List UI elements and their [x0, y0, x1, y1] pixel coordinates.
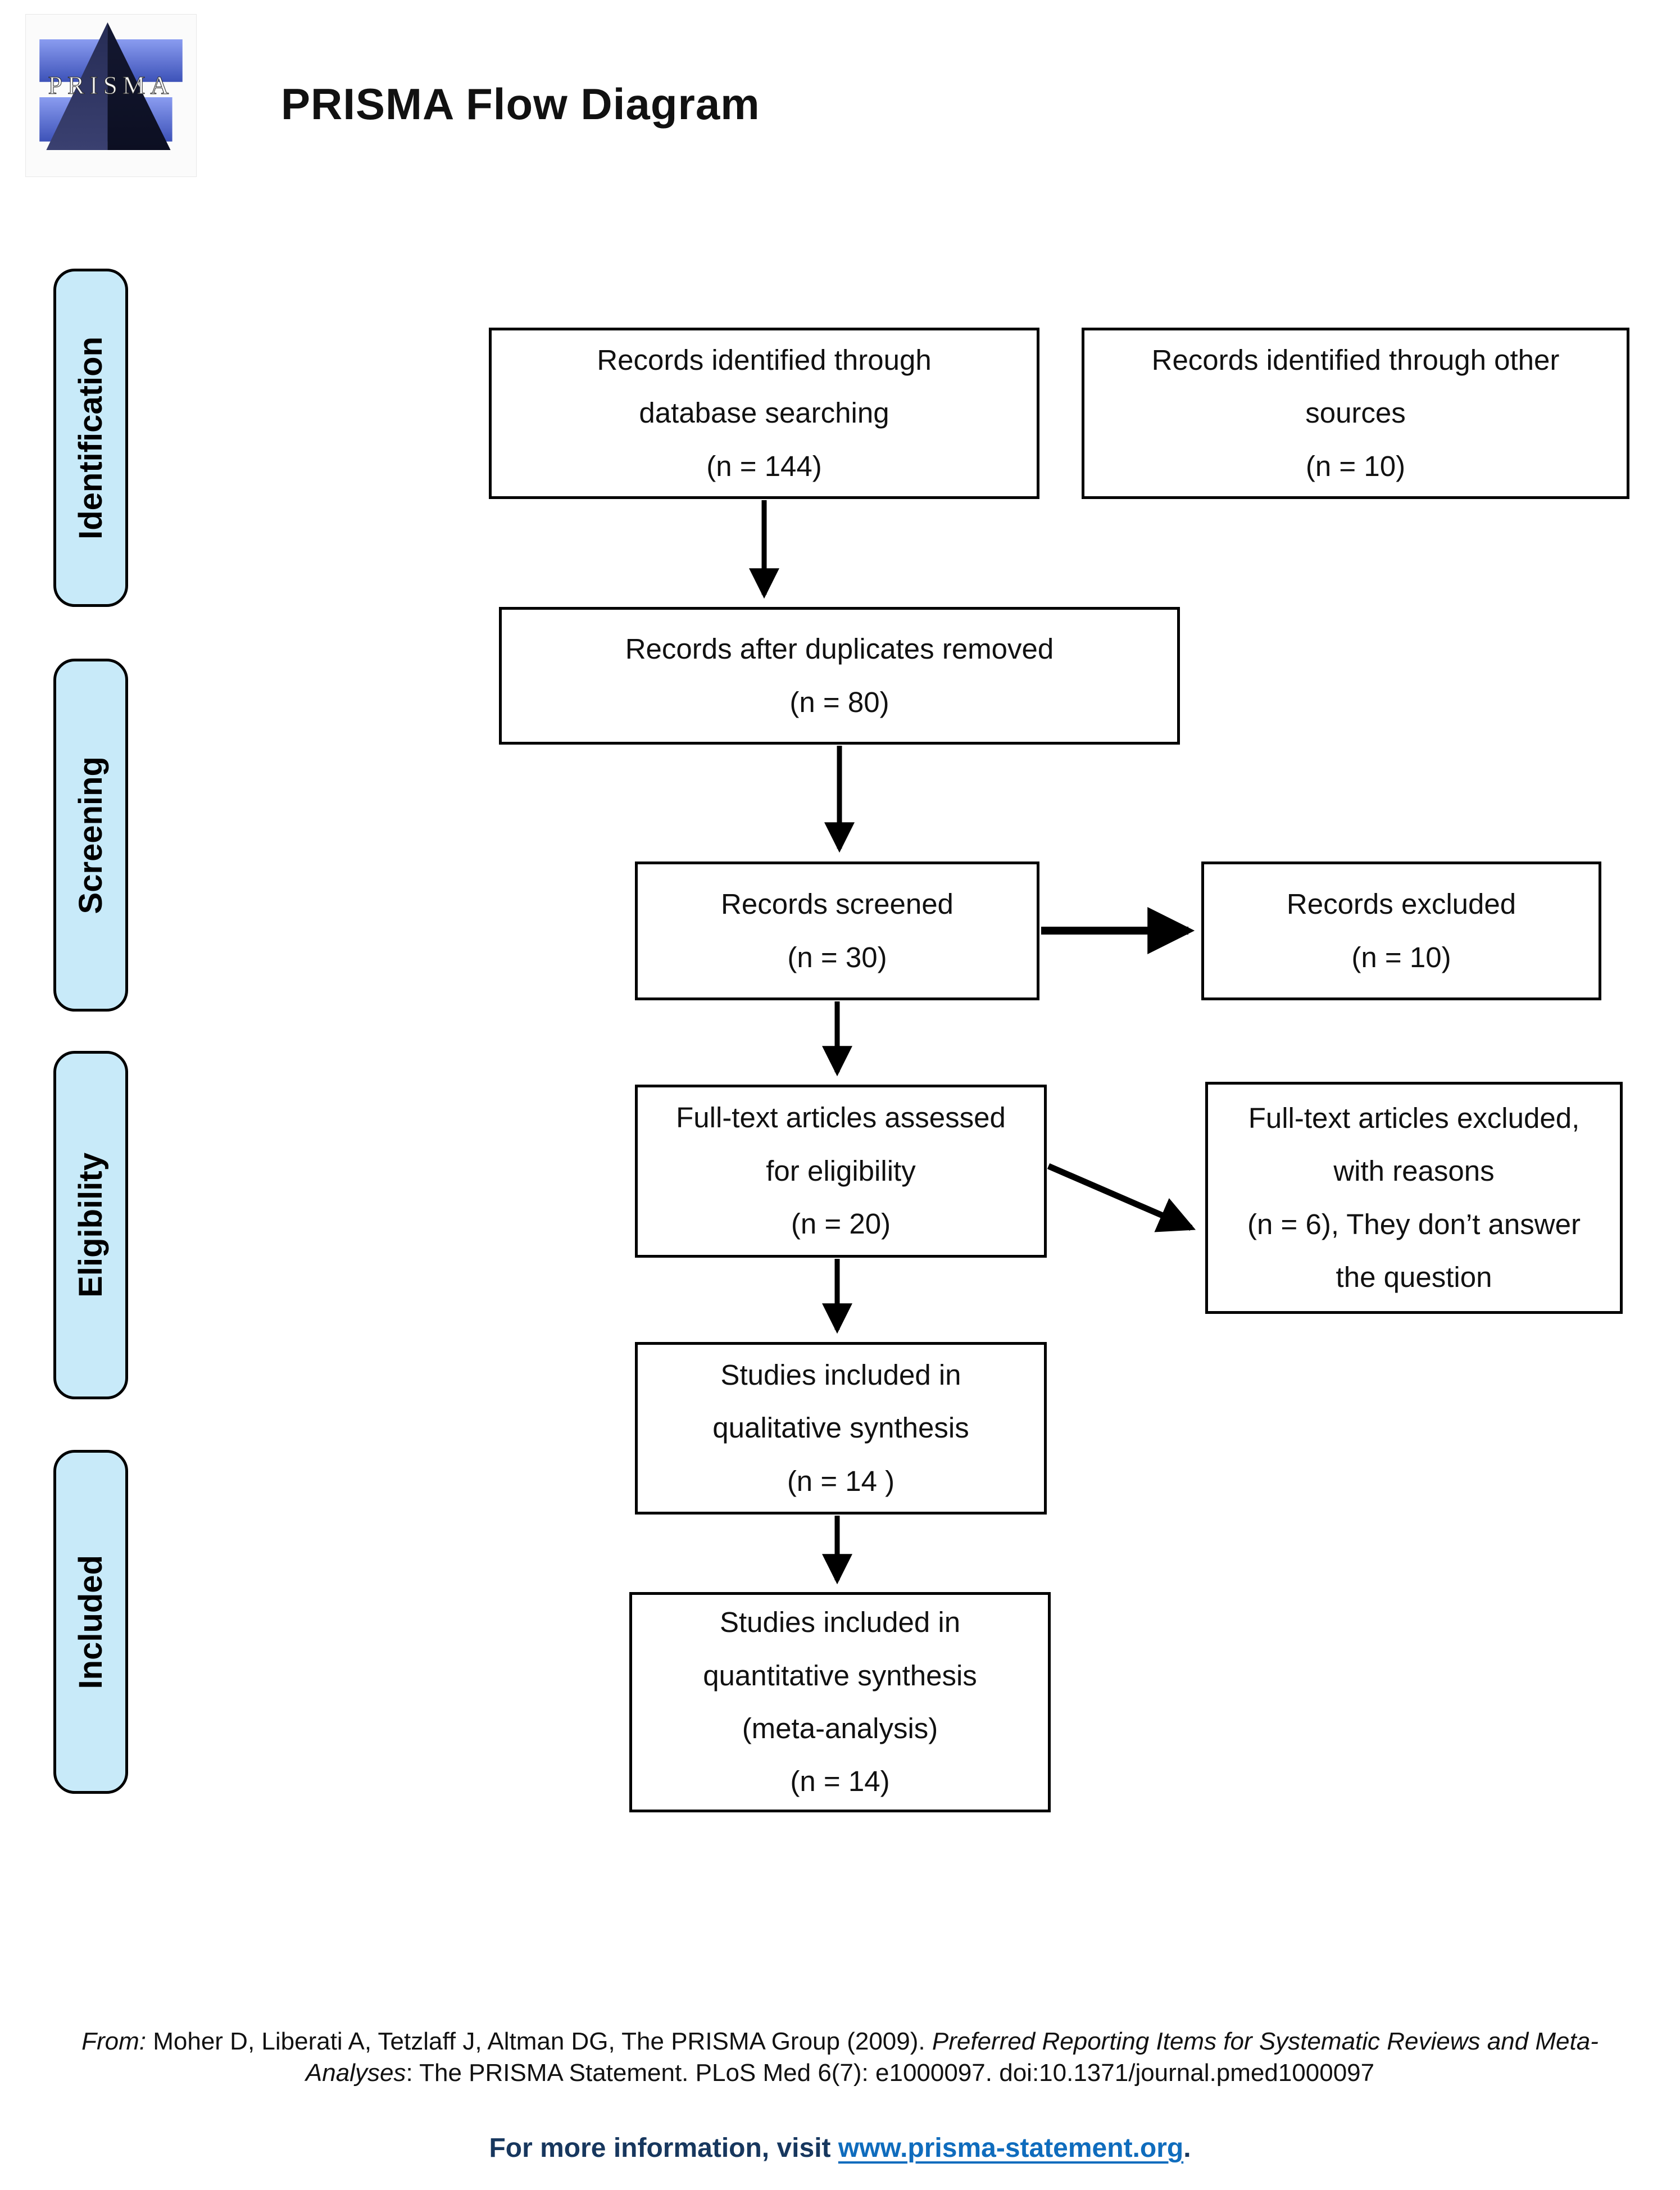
page-title: PRISMA Flow Diagram	[281, 79, 760, 129]
arrow-fulltext-to-fulltext-excluded	[1047, 1163, 1196, 1232]
citation: From: Moher D, Liberati A, Tetzlaff J, A…	[53, 2026, 1627, 2089]
stage-label-included-text: Included	[72, 1554, 109, 1689]
box-records-identified-other-sources: Records identified through other sources…	[1082, 328, 1629, 499]
box-fulltext-assessed: Full-text articles assessed for eligibil…	[635, 1085, 1047, 1258]
box-quantitative-synthesis: Studies included in quantitative synthes…	[629, 1592, 1051, 1812]
stage-label-eligibility-text: Eligibility	[72, 1153, 109, 1298]
box-qualitative-synthesis: Studies included in qualitative synthesi…	[635, 1342, 1047, 1515]
citation-from-label: From:	[81, 2028, 146, 2055]
citation-authors: Moher D, Liberati A, Tetzlaff J, Altman …	[146, 2028, 932, 2055]
stage-label-identification: Identification	[53, 269, 128, 607]
stage-label-screening: Screening	[53, 659, 128, 1012]
stage-label-included: Included	[53, 1450, 128, 1794]
more-info-line: For more information, visit www.prisma-s…	[0, 2133, 1680, 2164]
citation-title-line2: Analyses	[305, 2059, 406, 2087]
box-records-excluded: Records excluded (n = 10)	[1201, 862, 1601, 1000]
citation-journal: : The PRISMA Statement. PLoS Med 6(7): e…	[406, 2059, 1375, 2087]
stage-label-screening-text: Screening	[72, 756, 109, 914]
stage-label-eligibility: Eligibility	[53, 1051, 128, 1399]
prisma-logo: PRISMA	[25, 14, 197, 177]
stage-label-identification-text: Identification	[72, 336, 109, 539]
logo-pyramid-right-face	[107, 22, 171, 150]
box-records-screened: Records screened (n = 30)	[635, 862, 1039, 1000]
logo-pyramid-left-face	[46, 22, 108, 150]
prisma-logo-image: PRISMA	[39, 22, 183, 150]
logo-wordmark: PRISMA	[48, 71, 174, 99]
box-fulltext-excluded: Full-text articles excluded, with reason…	[1205, 1082, 1623, 1314]
more-info-label: For more information, visit	[489, 2133, 838, 2163]
citation-title-line1: Preferred Reporting Items for Systematic…	[932, 2028, 1599, 2055]
box-records-after-duplicates-removed: Records after duplicates removed (n = 80…	[499, 607, 1180, 745]
box-records-identified-database: Records identified through database sear…	[489, 328, 1039, 499]
more-info-period: .	[1183, 2133, 1191, 2163]
prisma-statement-link[interactable]: www.prisma-statement.org	[838, 2133, 1184, 2163]
